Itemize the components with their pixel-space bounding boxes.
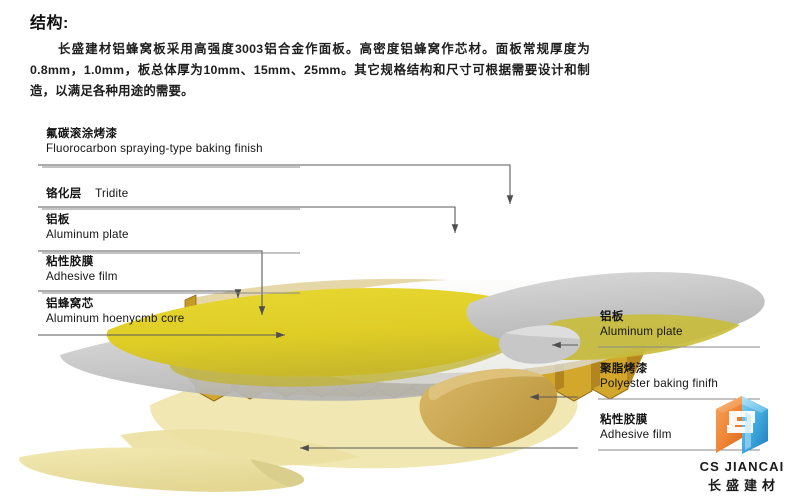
adhesive-film-tongue [19,447,305,492]
intro-paragraph: 长盛建材铝蜂窝板采用高强度3003铝合金作面板。高密度铝蜂窝作芯材。面板常规厚度… [30,42,590,99]
callout-adhesive-film-right-cn: 粘性胶膜 [600,414,648,426]
tan-sheet-polyester [419,368,558,449]
header-block: 结构: 长盛建材铝蜂窝板采用高强度3003铝合金作面板。高密度铝蜂窝作芯材。面板… [30,14,590,102]
callout-polyester: 聚脂烤漆 Polyester baking finifh [600,362,718,391]
callout-adhesive-film-right: 粘性胶膜 Adhesive film [600,413,672,442]
callout-aluminum-plate-right-cn: 铝板 [600,311,624,323]
callout-aluminum-plate-right: 铝板 Aluminum plate [600,310,683,339]
callout-tridite-en: Tridite [95,187,129,200]
logo-chinese-text: 长盛建材 [707,478,780,493]
callout-adhesive-film-left-en: Adhesive film [46,270,118,284]
callout-adhesive-film-right-en: Adhesive film [600,428,672,442]
callout-fluorocarbon-en: Fluorocarbon spraying-type baking finish [46,142,263,156]
callout-polyester-cn: 聚脂烤漆 [600,363,648,375]
honeycomb-panel-diagram: 氟碳滚涂烤漆 Fluorocarbon spraying-type baking… [0,105,800,500]
callout-tridite: 铬化层 Tridite [46,183,128,203]
callout-fluorocarbon: 氟碳滚涂烤漆 Fluorocarbon spraying-type baking… [46,127,263,156]
page-title: 结构: [30,15,69,32]
callout-polyester-en: Polyester baking finifh [600,377,719,391]
callout-aluminum-plate-left-cn: 铝板 [46,214,70,226]
callout-aluminum-plate-left: 铝板 Aluminum plate [46,213,129,242]
callout-honeycomb-core: 铝蜂窝芯 Aluminum hoenycmb core [46,297,184,326]
callout-adhesive-film-left: 粘性胶膜 Adhesive film [46,255,118,284]
panel-artwork [19,272,765,492]
callout-tridite-cn: 铬化层 [46,188,82,200]
callout-honeycomb-core-en: Aluminum hoenycmb core [46,312,185,326]
cube-logo-icon [716,396,768,454]
callout-aluminum-plate-left-en: Aluminum plate [46,228,129,242]
callout-honeycomb-core-cn: 铝蜂窝芯 [46,298,94,310]
callout-aluminum-plate-right-en: Aluminum plate [600,325,683,339]
callout-fluorocarbon-cn: 氟碳滚涂烤漆 [46,128,118,140]
logo-latin-text: CS JIANCAI [699,459,785,474]
olive-sheet-right [527,314,740,361]
gray-plate-small [498,325,581,364]
company-logo: CS JIANCAI 长盛建材 [690,392,794,494]
callout-adhesive-film-left-cn: 粘性胶膜 [46,256,94,268]
